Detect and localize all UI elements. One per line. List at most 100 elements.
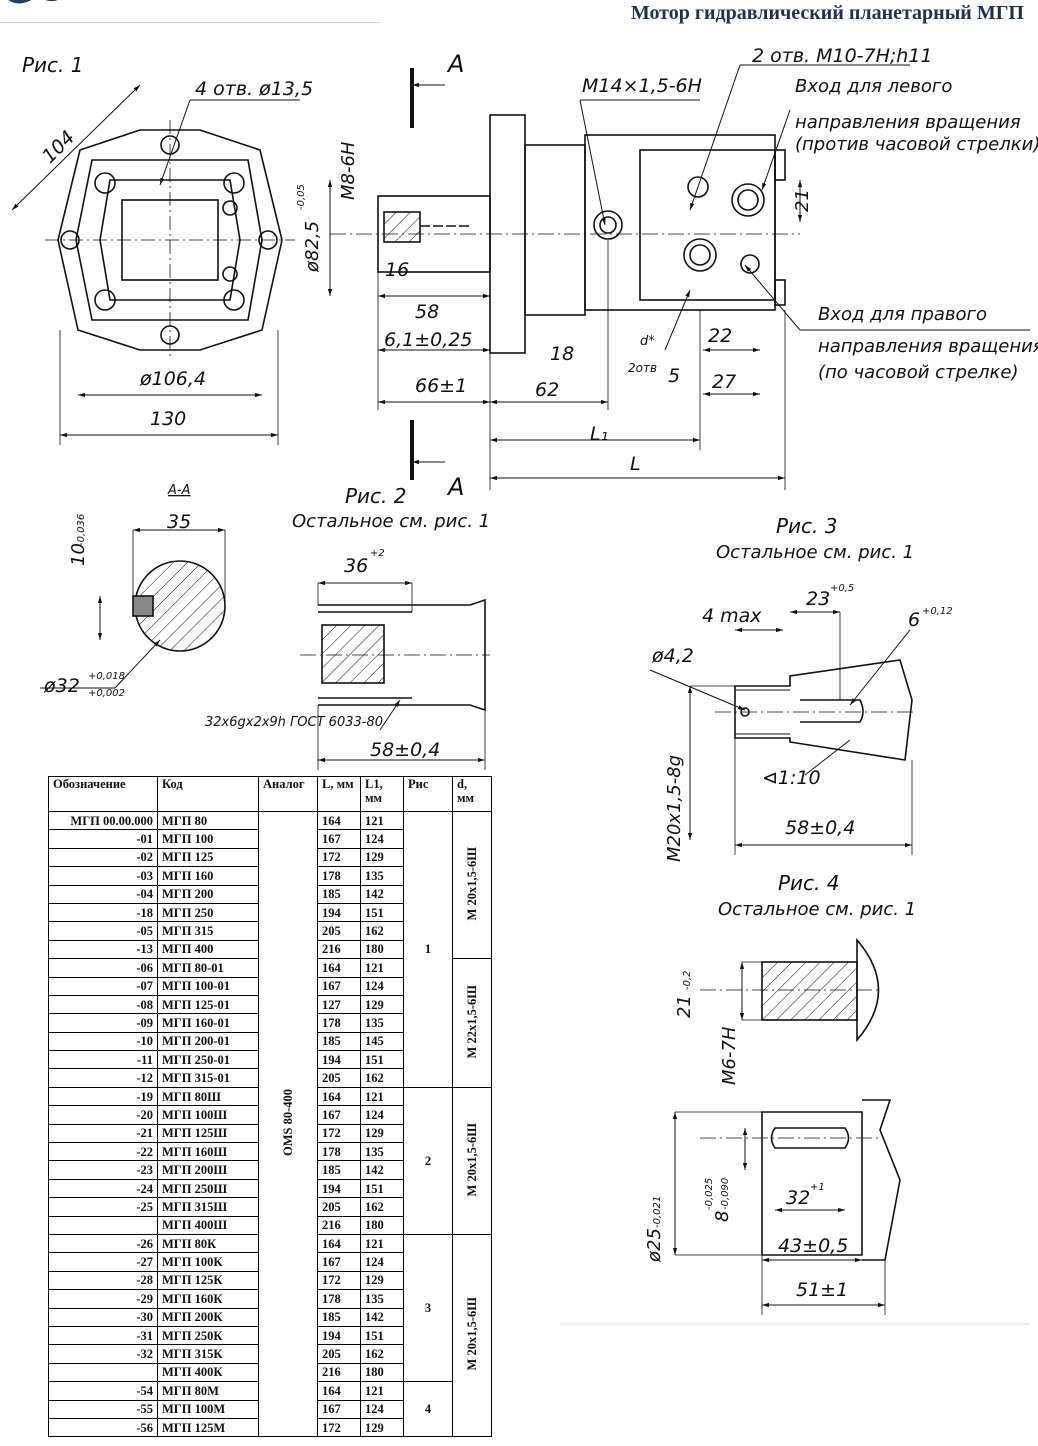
cell-L: 185 [317, 1031, 361, 1052]
fig3-d42: ø4,2 [651, 645, 694, 667]
cell-ris: 1 [403, 811, 453, 1088]
cell-kod: МГП 125-01 [157, 994, 259, 1015]
fig4-dim-8-tol-lo: -0,090 [720, 1178, 731, 1210]
cell-L: 167 [317, 1105, 361, 1125]
fig1-right-inlet-3: (по часовой стрелке) [818, 362, 1019, 383]
col-header-ris: Рис [403, 776, 453, 812]
cell-L1: 124 [360, 1399, 404, 1419]
section-d32: ø32 [43, 675, 80, 697]
cell-kod: МГП 125Ш [157, 1123, 259, 1144]
fig3-dim-6-tol: +0,12 [922, 606, 953, 617]
fig1-right-inlet-1: Вход для правого [818, 304, 987, 325]
fig1-front-view [11, 84, 300, 445]
cell-L1: 129 [360, 1270, 404, 1291]
fig3-dim-23: 23 [806, 588, 830, 610]
cell-analog: OMS 80-400 [258, 810, 318, 1438]
fig1-dim-22: 22 [708, 325, 732, 347]
cell-L: 172 [317, 1123, 361, 1144]
fig1-d825-tol: -0,05 [296, 184, 307, 210]
cell-L: 167 [317, 1399, 361, 1419]
cell-kod: МГП 80М [157, 1381, 259, 1401]
fig2-dim-58: 58±0,4 [370, 739, 440, 761]
cell-code: -28 [48, 1270, 158, 1291]
cell-L: 164 [317, 1381, 361, 1401]
cell-kod: МГП 250К [157, 1325, 259, 1346]
cell-kod: МГП 200 [157, 884, 259, 904]
fig1-dim-62: 62 [535, 379, 559, 401]
fig1-d-star: d* [640, 334, 655, 349]
cell-code: -08 [48, 994, 158, 1015]
cell-kod: МГП 400Ш [157, 1215, 259, 1235]
cell-code: -18 [48, 902, 158, 923]
fig1-dim-61: 6,1±0,25 [384, 329, 472, 351]
fig1-dim-L: L [630, 453, 641, 475]
fig4-title: Рис. 4 [778, 871, 840, 895]
fig4-dim-32-tol: +1 [810, 1182, 825, 1193]
cell-code: -25 [48, 1197, 158, 1217]
cell-code: -56 [48, 1417, 158, 1438]
fig3-m20: M20x1,5-8g [664, 755, 685, 862]
cell-L: 194 [317, 1325, 361, 1346]
section-title: A-A [167, 483, 190, 498]
cell-L: 194 [317, 1178, 361, 1199]
d-thread-label: M 20x1,5-6Ш [465, 846, 479, 921]
cell-d: M 22x1,5-6Ш [452, 958, 492, 1088]
fig4-dim-8: 8 [712, 1211, 733, 1222]
fig1-two-holes: 2 отв. M10-7H;h11 [752, 45, 933, 67]
fig1-left-inlet-1: Вход для левого [795, 76, 952, 97]
cell-code: -29 [48, 1289, 158, 1309]
cell-kod: МГП 315Ш [157, 1197, 259, 1217]
col-header-L: L, мм [317, 776, 361, 812]
cell-code: -31 [48, 1325, 158, 1346]
cell-L1: 151 [360, 1050, 404, 1070]
cell-L1: 180 [360, 1215, 404, 1235]
fig1-m14: M14×1,5-6H [582, 75, 702, 97]
cell-L: 167 [317, 829, 361, 849]
section-dim-10-tol: -0,036 [76, 514, 87, 546]
cell-ris: 2 [403, 1086, 453, 1235]
page-title: Мотор гидравлический планетарный МГП [630, 2, 1024, 24]
fig1-m8: M8-6H [338, 141, 359, 200]
fig4-dim-32: 32 [786, 1187, 810, 1209]
col-header-code: Обозначение [48, 776, 158, 812]
cell-L1: 124 [360, 976, 404, 996]
cell-code: -12 [48, 1068, 158, 1088]
fig1-two-otv: 2отв [628, 361, 657, 375]
cell-code [48, 1215, 158, 1235]
cell-kod: МГП 160 [157, 866, 259, 886]
fig1-d825: ø82,5 [302, 221, 323, 273]
col-header-kod: Код [157, 776, 259, 812]
section-d32-tol-up: +0,018 [88, 671, 125, 682]
cell-L1: 124 [360, 829, 404, 849]
cell-L1: 142 [360, 884, 404, 904]
cell-L: 216 [317, 1215, 361, 1235]
cell-L1: 121 [360, 1233, 404, 1254]
cell-L1: 142 [360, 1160, 404, 1180]
cell-L1: 162 [360, 1197, 404, 1217]
cell-code: -54 [48, 1381, 158, 1401]
cell-kod: МГП 315 [157, 921, 259, 941]
cell-kod: МГП 200-01 [157, 1031, 259, 1052]
fig1-dim-130: 130 [150, 408, 186, 430]
cell-code: -30 [48, 1307, 158, 1327]
spec-table: Обозначение Код Аналог L, мм L1, мм Рис … [48, 776, 492, 1438]
cell-L: 164 [317, 1233, 361, 1254]
cell-L1: 121 [360, 810, 404, 831]
col-header-L1: L1, мм [360, 776, 404, 812]
fig1-left-inlet-3: (против часовой стрелки) [795, 134, 1038, 155]
cell-L1: 135 [360, 1289, 404, 1309]
cell-L: 194 [317, 1050, 361, 1070]
cell-L1: 121 [360, 958, 404, 978]
cell-code: -02 [48, 847, 158, 868]
cell-L1: 151 [360, 1178, 404, 1199]
